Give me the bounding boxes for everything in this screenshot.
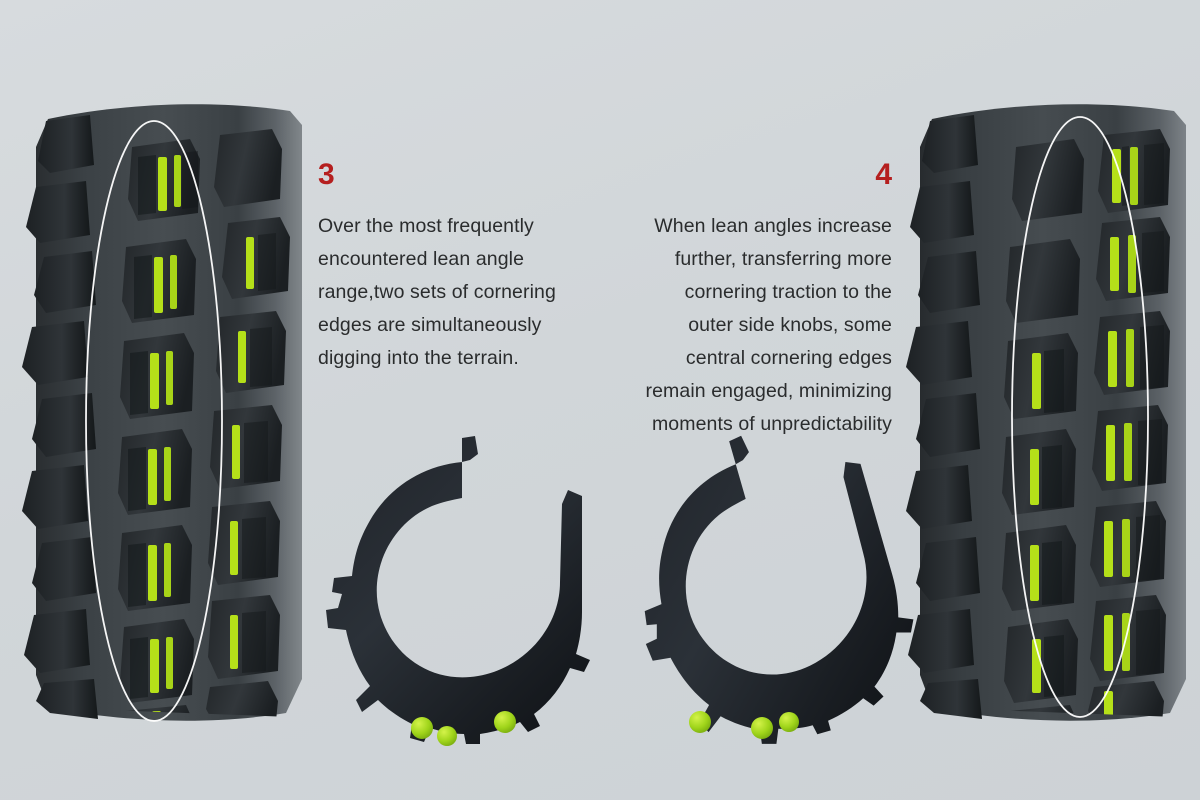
callout-text-4-line: cornering traction to the [684,281,892,303]
tire-tread-knobs-right [1002,129,1170,717]
callout-text-4-line: outer side knobs, some [688,314,892,336]
tire-side-knobs-left [22,115,98,719]
callout-text-3-line: Over the most frequently [318,215,534,237]
lean-angle-highlight-ellipse-left [85,120,223,722]
tire-side-knobs-right [906,115,982,719]
callout-text-4: When lean angles increase further, trans… [636,210,892,441]
callout-text-4-line: remain engaged, minimizing [645,380,892,402]
callout-number-3: 3 [318,158,335,191]
callout-text-4-line: moments of unpredictability [651,413,892,435]
callout-text-4-line: further, transferring more [674,248,892,270]
tire-tread-illustration-left [14,95,314,735]
lean-angle-highlight-ellipse-right [1011,116,1149,718]
tire-cross-section-right [622,432,914,744]
callout-text-3-line: encountered lean angle [318,248,525,270]
callout-panel-4: 4 When lean angles increase further, tra… [636,160,892,441]
contact-point-dots-right [689,711,799,739]
tire-tread-illustration-right [898,95,1198,735]
callout-text-3-line: range,two sets of cornering [318,281,556,303]
callout-text-3-line: edges are simultaneously [318,314,542,336]
cross-section-ring-right [644,435,914,744]
callout-number-4: 4 [875,158,892,191]
callout-text-3-line: digging into the terrain. [318,347,519,369]
tire-tread-knobs-left [118,129,290,717]
cross-section-ring-left [326,436,590,744]
callout-text-3: Over the most frequently encountered lea… [318,210,580,375]
callout-panel-3: 3 Over the most frequently encountered l… [318,160,580,375]
tire-cross-section-left [312,432,602,746]
callout-text-4-line: When lean angles increase [654,215,892,237]
contact-point-dots-left [411,711,516,746]
callout-text-4-line: central cornering edges [685,347,892,369]
